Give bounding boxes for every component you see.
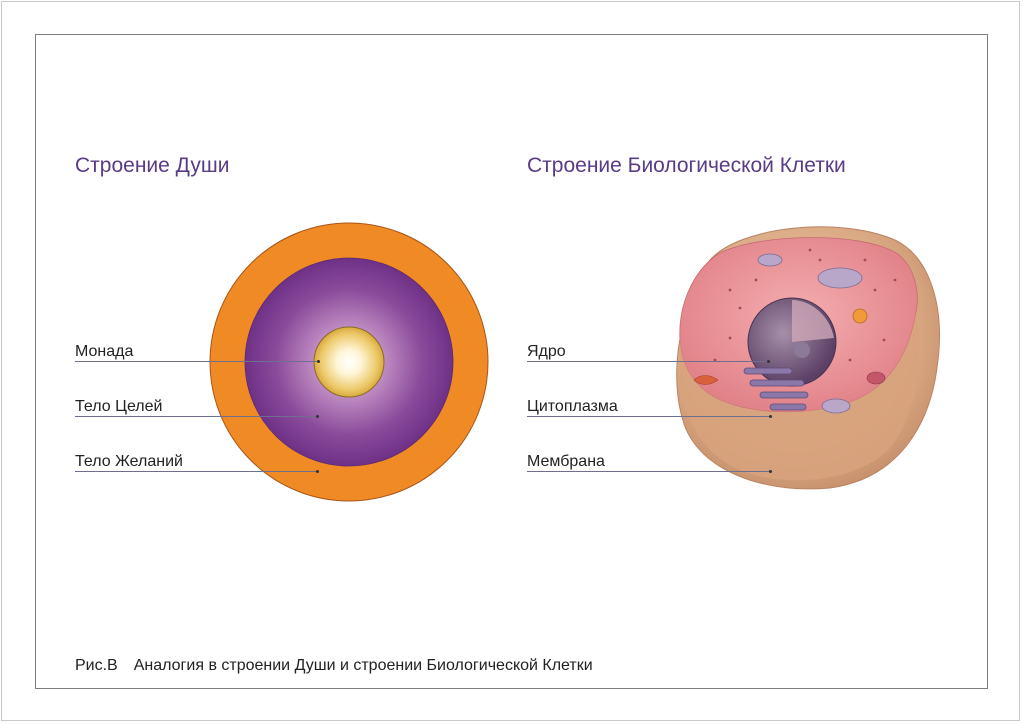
body-of-goals-label: Тело Целей bbox=[75, 398, 163, 415]
cytoplasm-pointer-dot bbox=[769, 415, 772, 418]
biological-cell-illustration bbox=[676, 226, 940, 490]
golgi-apparatus bbox=[693, 375, 719, 385]
cytoplasm-label: Цитоплазма bbox=[527, 398, 618, 415]
figure-caption: Рис.В Аналогия в строении Души и строении… bbox=[75, 657, 593, 675]
monad-pointer-dot bbox=[317, 360, 320, 363]
monad-leader-line bbox=[75, 361, 319, 362]
mitochondrion bbox=[821, 398, 851, 414]
cytoplasm-leader-line bbox=[527, 416, 771, 417]
endoplasmic-reticulum bbox=[743, 367, 809, 411]
lysosome bbox=[852, 308, 868, 324]
small-organelle bbox=[866, 371, 886, 385]
nucleus-pointer-dot bbox=[767, 360, 770, 363]
nucleus-leader-line bbox=[527, 361, 769, 362]
body-of-goals-leader-line bbox=[75, 416, 318, 417]
figure-number: Рис.В bbox=[75, 657, 118, 674]
ribosomes bbox=[713, 248, 897, 362]
body-of-goals-pointer-dot bbox=[316, 415, 319, 418]
soul-structure-title: Строение Души bbox=[75, 154, 230, 177]
body-of-desires-leader-line bbox=[75, 471, 318, 472]
nucleus-label: Ядро bbox=[527, 343, 566, 360]
soul-diagram bbox=[209, 222, 489, 502]
nucleus-cutaway bbox=[792, 300, 834, 342]
monad-core bbox=[313, 326, 385, 398]
membrane-pointer-dot bbox=[769, 470, 772, 473]
nucleolus bbox=[794, 342, 810, 358]
membrane-leader-line bbox=[527, 471, 771, 472]
monad-label: Монада bbox=[75, 343, 134, 360]
body-of-desires-pointer-dot bbox=[316, 470, 319, 473]
vesicle bbox=[757, 253, 783, 267]
cell-structure-title: Строение Биологической Клетки bbox=[527, 154, 846, 177]
figure-frame bbox=[35, 34, 988, 689]
caption-text: Аналогия в строении Души и строении Биол… bbox=[133, 657, 593, 674]
body-of-desires-label: Тело Желаний bbox=[75, 453, 183, 470]
vacuole bbox=[817, 267, 863, 289]
membrane-label: Мембрана bbox=[527, 453, 605, 470]
cell-membrane-lower-section bbox=[680, 312, 920, 481]
